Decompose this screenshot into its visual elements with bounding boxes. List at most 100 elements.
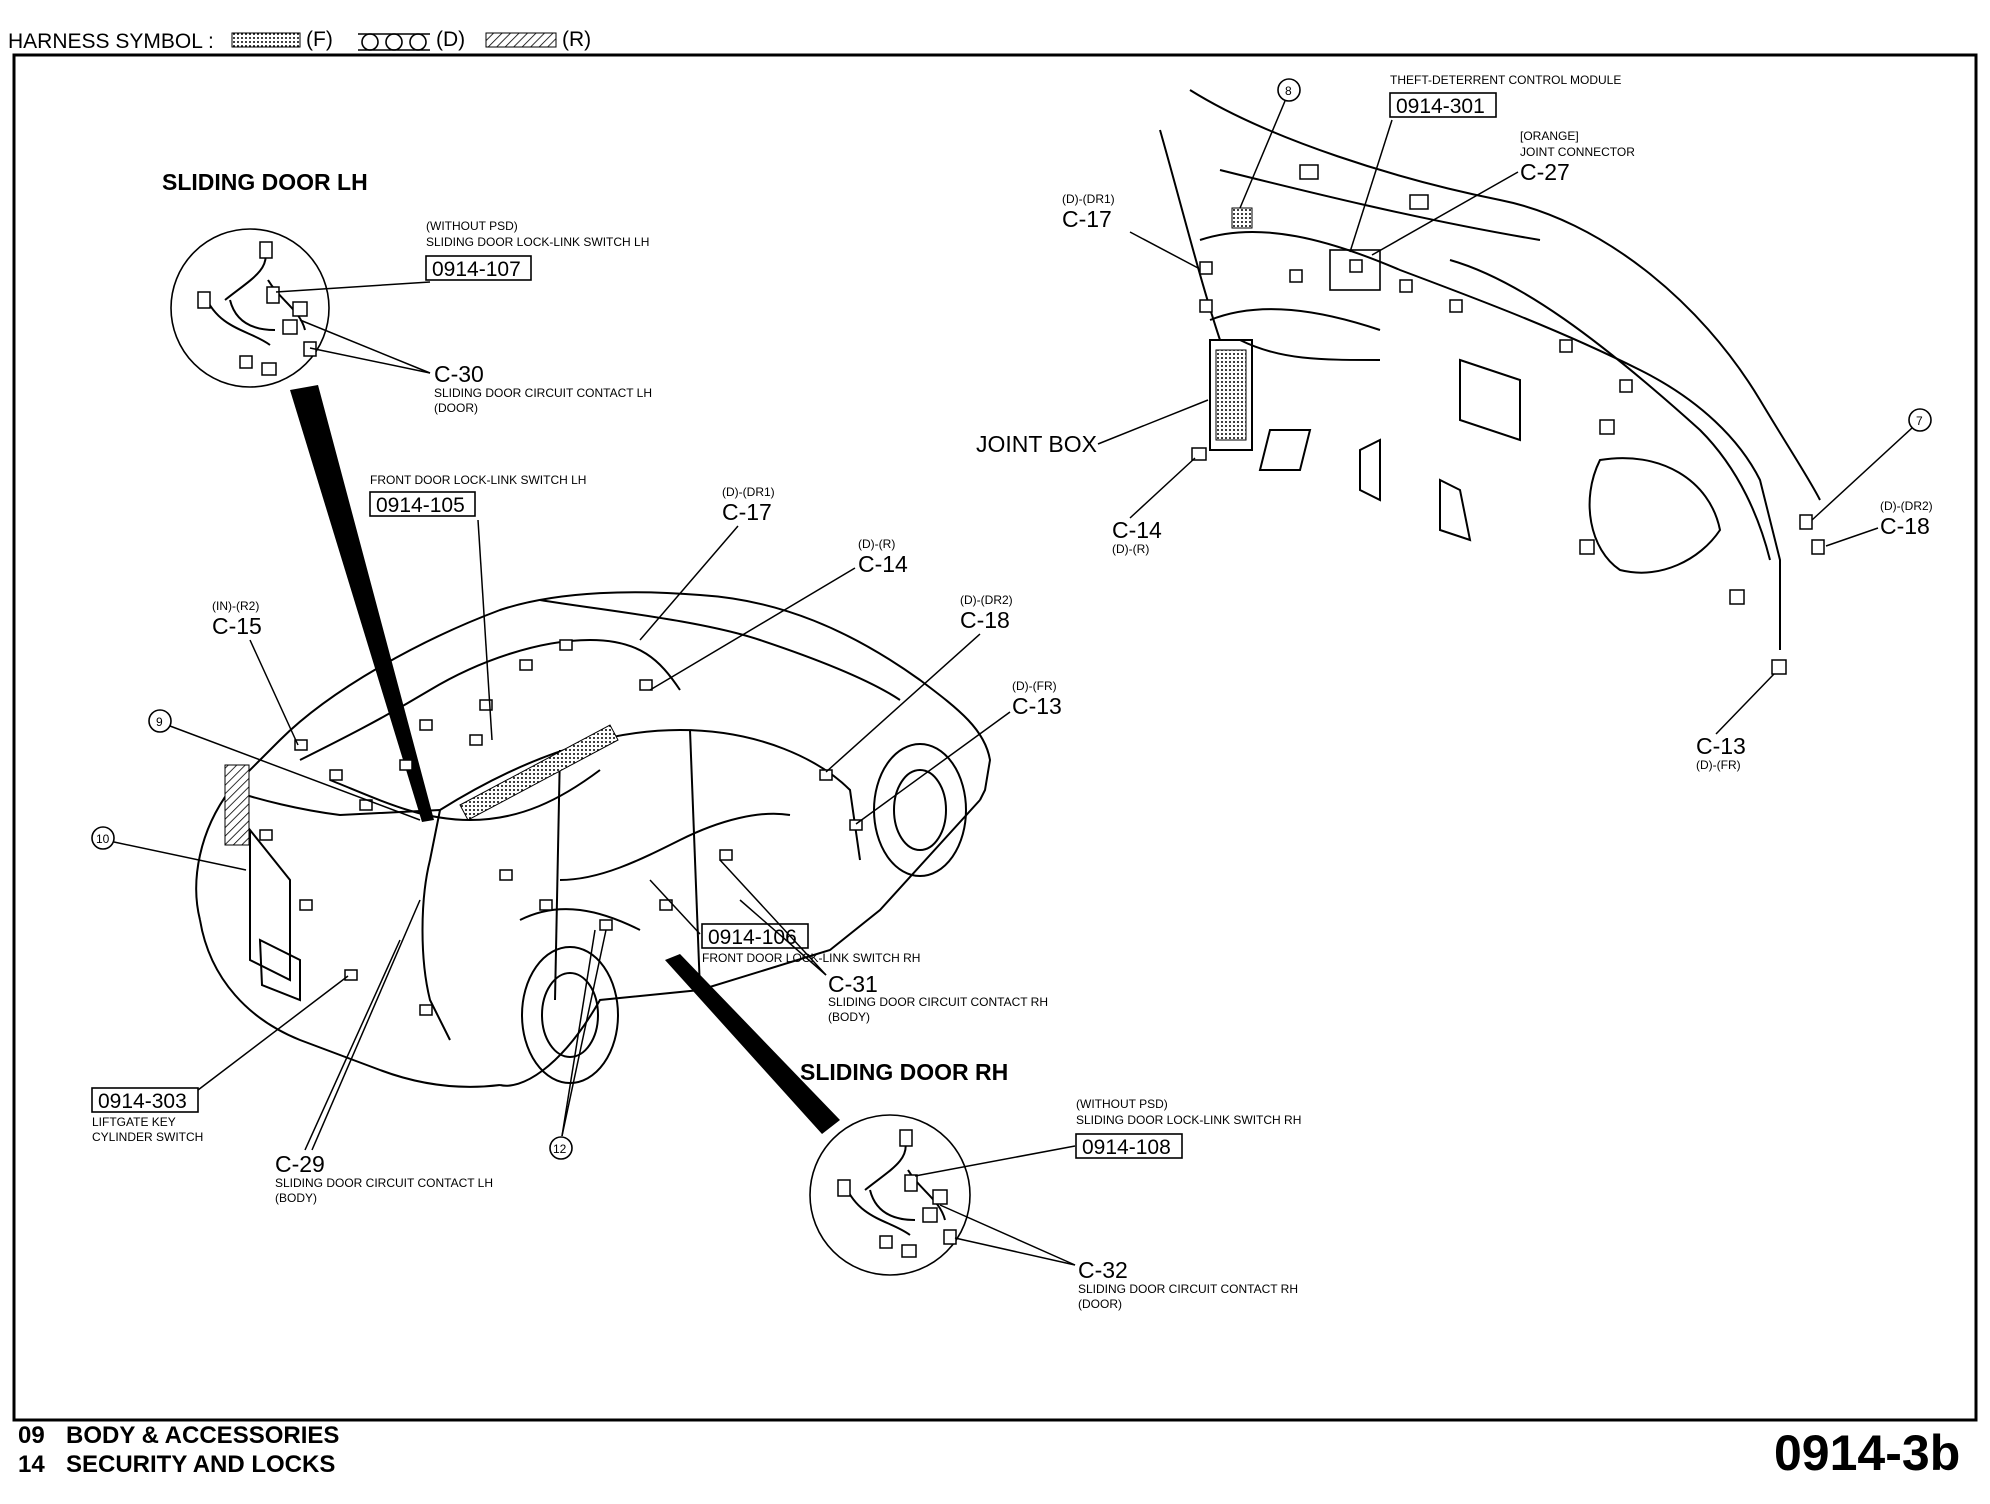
rh-detail-circle [809, 1114, 971, 1276]
callout-9-label: 9 [156, 715, 163, 729]
connector [639, 679, 653, 691]
connector [1449, 299, 1463, 313]
dash-harness-branches [1209, 308, 1381, 361]
connector [1349, 259, 1363, 273]
connector [1579, 539, 1595, 555]
leader-c14 [649, 567, 856, 691]
connector [294, 739, 308, 751]
callout-8 [1277, 78, 1301, 102]
joint-box-fuses [1215, 349, 1247, 441]
leader-12 [561, 929, 607, 1137]
lh-detail-connector [292, 301, 308, 317]
c30-label: C-30 [434, 361, 484, 387]
callout-10 [91, 826, 115, 850]
connector [344, 969, 358, 981]
c32-label: C-32 [1078, 1257, 1128, 1283]
lh-code: 0914-107 [432, 258, 521, 281]
c31-label: C-31 [828, 971, 878, 997]
leader-joint-box [1097, 399, 1209, 445]
rh-detail-pointer [665, 954, 840, 1134]
connector [1399, 279, 1413, 293]
heading-sliding-door-lh: SLIDING DOOR LH [162, 169, 368, 195]
connector [849, 819, 863, 831]
liftgate-code-box [91, 1087, 199, 1113]
c14-label: C-14 [858, 551, 908, 577]
vehicle-rear-wheel [521, 946, 619, 1084]
orange-label: [ORANGE] [1520, 129, 1579, 143]
callout-12-label: 12 [553, 1142, 567, 1156]
connector [259, 829, 273, 841]
legend-f-swatch [231, 32, 301, 48]
dash-glovebox [1459, 358, 1521, 442]
c18-sub: (D)-(DR2) [960, 593, 1013, 607]
connector [419, 1004, 433, 1016]
footer-line2-text: SECURITY AND LOCKS [66, 1451, 335, 1478]
c15-sub: (IN)-(R2) [212, 599, 259, 613]
lh-without-psd: (WITHOUT PSD) [426, 219, 518, 233]
connector [1599, 419, 1615, 435]
rh-detail-connector [922, 1207, 938, 1223]
legend-f: (F) [306, 28, 333, 51]
front-lh-code: 0914-105 [376, 494, 465, 517]
c14-sub: (D)-(R) [858, 537, 895, 551]
connector [1729, 589, 1745, 605]
connector [1199, 261, 1213, 275]
c27-label: C-27 [1520, 159, 1570, 185]
vehicle-door-edge [689, 729, 701, 991]
leader-c32 [939, 1204, 1076, 1266]
lh-detail-circle [170, 228, 330, 388]
vehicle-body [195, 591, 992, 1088]
vehicle-side-window [439, 728, 861, 861]
vehicle-rear-wheel-hub [541, 972, 599, 1058]
connector [1409, 194, 1429, 210]
connector [539, 899, 553, 911]
sliding-door-rh-detail: SLIDING DOOR RH (WITHOUT PSD) SLIDING DO… [665, 954, 1301, 1311]
rh-detail-wires [844, 1139, 946, 1236]
lh-detail-connector [197, 291, 211, 309]
front-lh-label: FRONT DOOR LOCK-LINK SWITCH LH [370, 473, 586, 487]
connector [479, 699, 493, 711]
lh-lock-link-label: SLIDING DOOR LOCK-LINK SWITCH LH [426, 235, 649, 249]
c32-sub: (DOOR) [1078, 1297, 1122, 1311]
c17-sub: (D)-(DR1) [722, 485, 775, 499]
dash-c17-label: C-17 [1062, 206, 1112, 232]
dash-duct [1588, 457, 1722, 574]
theft-module-body [1329, 249, 1381, 291]
lh-code-box [425, 255, 532, 281]
leader-c30 [299, 319, 431, 374]
leader-c15 [249, 639, 299, 746]
footer-line2-num: 14 [18, 1451, 45, 1478]
rh-lock-link-label: SLIDING DOOR LOCK-LINK SWITCH RH [1076, 1113, 1301, 1127]
rh-detail-connector [943, 1229, 957, 1245]
leader-8 [1239, 100, 1286, 209]
legend-d: (D) [436, 28, 465, 51]
c30-desc: SLIDING DOOR CIRCUIT CONTACT LH [434, 386, 652, 400]
connector [499, 869, 513, 881]
rh-detail-connector [904, 1174, 918, 1192]
connector [1811, 539, 1825, 555]
c15-label: C-15 [212, 613, 262, 639]
leader-dash-c18 [1825, 527, 1879, 547]
callout-7 [1908, 408, 1932, 432]
diagram-frame [12, 53, 1978, 1422]
theft-code: 0914-301 [1396, 95, 1485, 118]
dashboard-harness [1159, 89, 1825, 675]
c30-sub: (DOOR) [434, 401, 478, 415]
connector [519, 659, 533, 671]
theft-label: THEFT-DETERRENT CONTROL MODULE [1390, 73, 1621, 87]
leader-c18 [825, 633, 981, 773]
lh-detail-connector [261, 362, 277, 376]
lh-detail-wires [204, 249, 306, 346]
connector [1191, 447, 1207, 461]
leader-lh-lock-link [275, 281, 431, 293]
connector [329, 769, 343, 781]
footer-line1-text: BODY & ACCESSORIES [66, 1422, 339, 1449]
leader-rh-lock-link [914, 1145, 1076, 1177]
c32-desc: SLIDING DOOR CIRCUIT CONTACT RH [1078, 1282, 1298, 1296]
connector [1559, 339, 1573, 353]
vehicle-front-wheel-hub [893, 769, 947, 851]
dash-c18-sub: (D)-(DR2) [1880, 499, 1933, 513]
leader-dash-c14 [1129, 457, 1196, 519]
c17-label: C-17 [722, 499, 772, 525]
dashboard-labels: THEFT-DETERRENT CONTROL MODULE 0914-301 … [976, 73, 1933, 772]
